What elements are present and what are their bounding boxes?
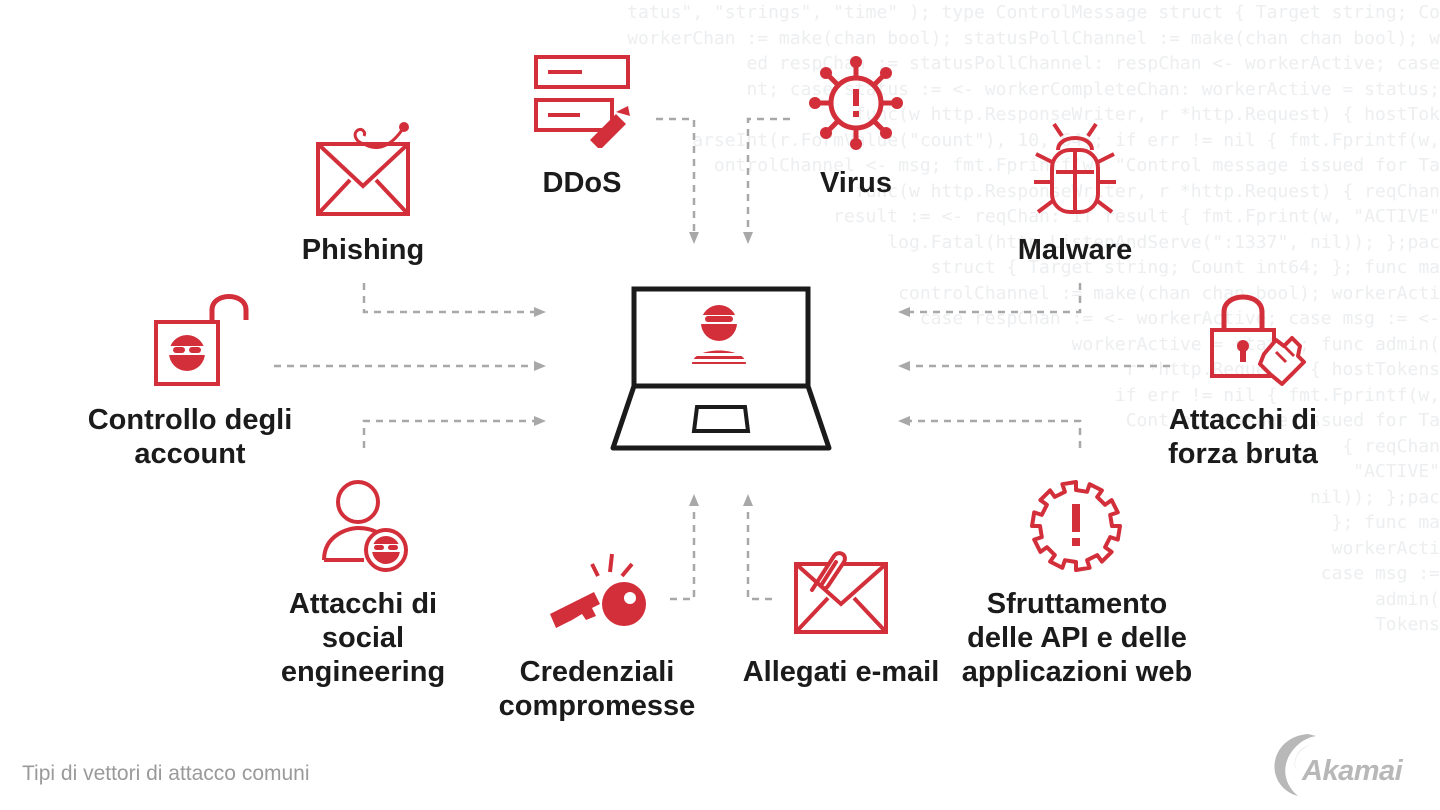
brute-force-lock-icon bbox=[1210, 294, 1306, 386]
label-account: Controllo degli account bbox=[87, 404, 293, 470]
connector-malware bbox=[898, 283, 1082, 317]
label-ddos: DDoS bbox=[542, 167, 622, 199]
phishing-envelope-icon bbox=[316, 122, 410, 216]
label-api: Sfruttamento delle API e delle applicazi… bbox=[961, 588, 1193, 688]
label-credentials: Credenziali compromesse bbox=[498, 656, 696, 722]
label-malware: Malware bbox=[1017, 234, 1133, 266]
connector-ddos bbox=[656, 117, 699, 244]
akamai-logo-text: Akamai bbox=[1302, 755, 1403, 787]
ddos-server-icon bbox=[534, 55, 630, 148]
connector-phishing bbox=[362, 283, 546, 317]
connector-credentials bbox=[670, 494, 699, 601]
label-bruteforce: Attacchi di forza bruta bbox=[1168, 404, 1318, 470]
connector-email bbox=[743, 494, 772, 601]
label-virus: Virus bbox=[819, 167, 892, 199]
connector-api bbox=[898, 416, 1082, 448]
connector-virus bbox=[743, 117, 790, 244]
label-phishing: Phishing bbox=[301, 234, 425, 266]
label-email: Allegati e-mail bbox=[742, 656, 940, 688]
diagram-caption: Tipi di vettori di attacco comuni bbox=[22, 762, 310, 785]
broken-key-icon bbox=[550, 553, 646, 628]
label-social: Attacchi di social engineering bbox=[280, 588, 446, 688]
laptop-hacker-icon bbox=[610, 286, 832, 451]
malware-bug-icon bbox=[1034, 122, 1116, 214]
akamai-logo-icon bbox=[1274, 734, 1316, 796]
api-warning-gear-icon bbox=[1030, 480, 1122, 572]
virus-icon bbox=[809, 56, 903, 150]
email-attachment-icon bbox=[794, 551, 888, 634]
social-engineering-user-icon bbox=[322, 480, 408, 572]
connector-social bbox=[362, 416, 546, 448]
account-lock-icon bbox=[154, 294, 249, 386]
